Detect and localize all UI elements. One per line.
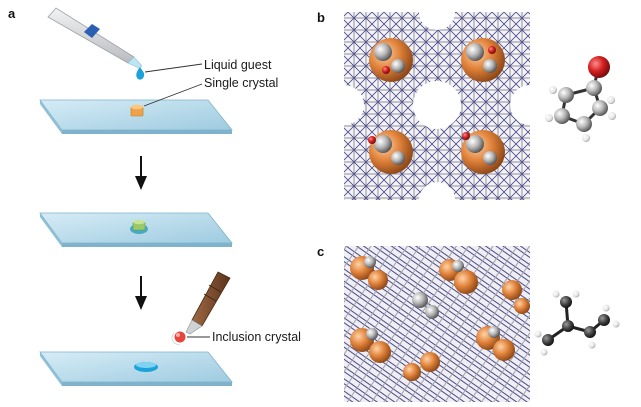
guest-cluster: [461, 38, 505, 82]
crystal-icon: [130, 219, 148, 234]
liquid-puddle-icon: [134, 362, 158, 372]
arrow-down-icon: [135, 276, 147, 310]
inclusion-crystal-icon: [171, 331, 186, 346]
panel-letter-c: c: [317, 244, 324, 259]
ketone-molecule-icon: [545, 56, 616, 142]
guest-cluster: [403, 352, 440, 381]
crystal-structure-image-c: [344, 246, 530, 402]
liquid-droplet-icon: [136, 67, 145, 80]
label-liquid-guest: Liquid guest: [204, 58, 272, 72]
guest-cluster: [368, 130, 413, 174]
capillary-pipette-icon: [185, 271, 231, 335]
panel-letter-a: a: [8, 6, 16, 21]
guest-cluster: [350, 256, 388, 290]
label-inclusion-crystal: Inclusion crystal: [212, 330, 301, 344]
crystal-structure-image-b: [324, 0, 550, 218]
guest-cluster: [369, 38, 413, 82]
guest-cluster: [350, 328, 391, 363]
panel-letter-b: b: [317, 10, 325, 25]
guest-cluster: [412, 292, 439, 319]
panel-a: a Liquid guest Single crystal: [8, 6, 301, 386]
leader-line: [143, 83, 203, 107]
arrow-down-icon: [135, 156, 147, 190]
panel-c: c: [317, 244, 620, 402]
crystal-icon: [130, 104, 144, 117]
pipette-icon: [47, 7, 143, 69]
panel-b: b: [317, 0, 616, 218]
label-single-crystal: Single crystal: [204, 76, 278, 90]
leader-line: [144, 63, 203, 73]
guest-cluster: [461, 130, 505, 174]
guest-cluster: [439, 259, 478, 294]
alkene-molecule-icon: [534, 290, 620, 356]
guest-cluster: [476, 326, 515, 361]
guest-cluster: [502, 280, 530, 314]
